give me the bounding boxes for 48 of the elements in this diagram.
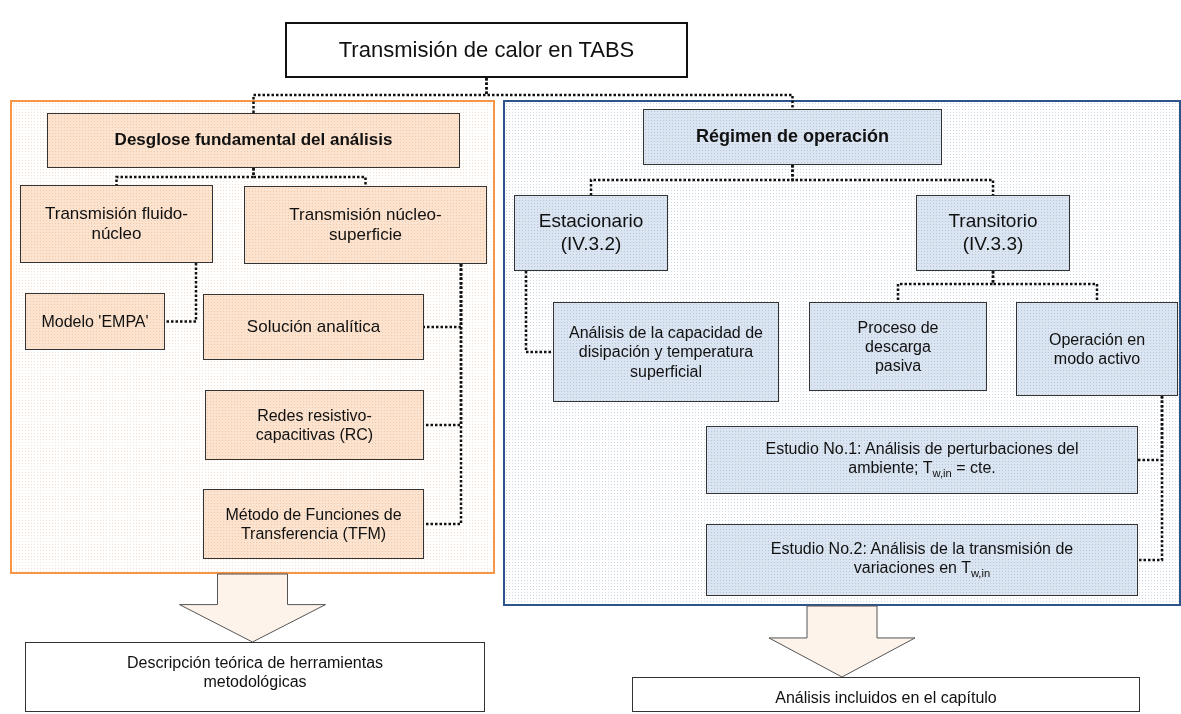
- process-box: [25, 293, 165, 350]
- node-label: Redes resistivo-capacitivas (RC): [254, 405, 375, 445]
- process-box: [20, 185, 213, 263]
- node-label: Análisis de la capacidad de disipación y temperatura superficial: [568, 323, 764, 381]
- connector-line: [252, 168, 367, 186]
- connector-line: [791, 165, 995, 195]
- process-box: [203, 489, 424, 559]
- title-box: [285, 22, 688, 78]
- node-label: Estacionario (IV.3.2): [537, 210, 645, 256]
- node-label: Régimen de operación: [695, 126, 889, 148]
- node-label: Transmisión fluido-núcleo: [44, 203, 189, 245]
- process-box: [643, 109, 942, 165]
- process-box: [244, 186, 487, 264]
- node-label: Estudio No.1: Análisis de perturbaciones del ambiente; T$_{w,in}$ = cte.: [764, 439, 1080, 481]
- process-box: [706, 426, 1138, 494]
- block-arrow: [179, 573, 326, 643]
- node-label: Modelo 'EMPA': [41, 311, 149, 332]
- group-panel: [503, 100, 1181, 606]
- result-box: [25, 642, 485, 712]
- node-label: Análisis incluidos en el capítulo: [775, 688, 997, 708]
- connector-line: [1138, 396, 1164, 562]
- node-label: Proceso de descarga pasiva: [856, 317, 940, 376]
- connector-line: [424, 264, 463, 526]
- process-box: [809, 302, 987, 391]
- result-box: [632, 677, 1140, 712]
- process-box: [706, 524, 1138, 596]
- connector-line: [165, 263, 198, 323]
- connector-line: [991, 271, 1099, 302]
- node-label: Transmisión de calor en TABS: [338, 36, 635, 64]
- node-label: Transitorio (IV.3.3): [947, 210, 1039, 256]
- block-arrow: [768, 605, 916, 678]
- connector-line: [485, 78, 794, 109]
- node-label: Desglose fundamental del análisis: [114, 130, 393, 151]
- process-box: [203, 294, 424, 360]
- process-box: [205, 390, 424, 460]
- node-label: Descripción teórica de herramientas metodológicas: [125, 653, 385, 692]
- connector-line: [524, 271, 553, 354]
- process-box: [916, 195, 1070, 271]
- node-label: Solución analítica: [246, 316, 381, 338]
- process-box: [553, 302, 779, 402]
- node-label: Método de Funciones de Transferencia (TFM): [224, 504, 403, 544]
- process-box: [47, 113, 460, 168]
- process-box: [514, 195, 668, 271]
- node-label: Operación en modo activo: [1047, 329, 1147, 369]
- node-label: Transmisión núcleo-superficie: [288, 204, 443, 246]
- process-box: [1016, 302, 1178, 396]
- group-panel: [10, 100, 495, 574]
- node-label: Estudio No.2: Análisis de la transmisión de variaciones en T$_{w,in}$: [769, 539, 1075, 581]
